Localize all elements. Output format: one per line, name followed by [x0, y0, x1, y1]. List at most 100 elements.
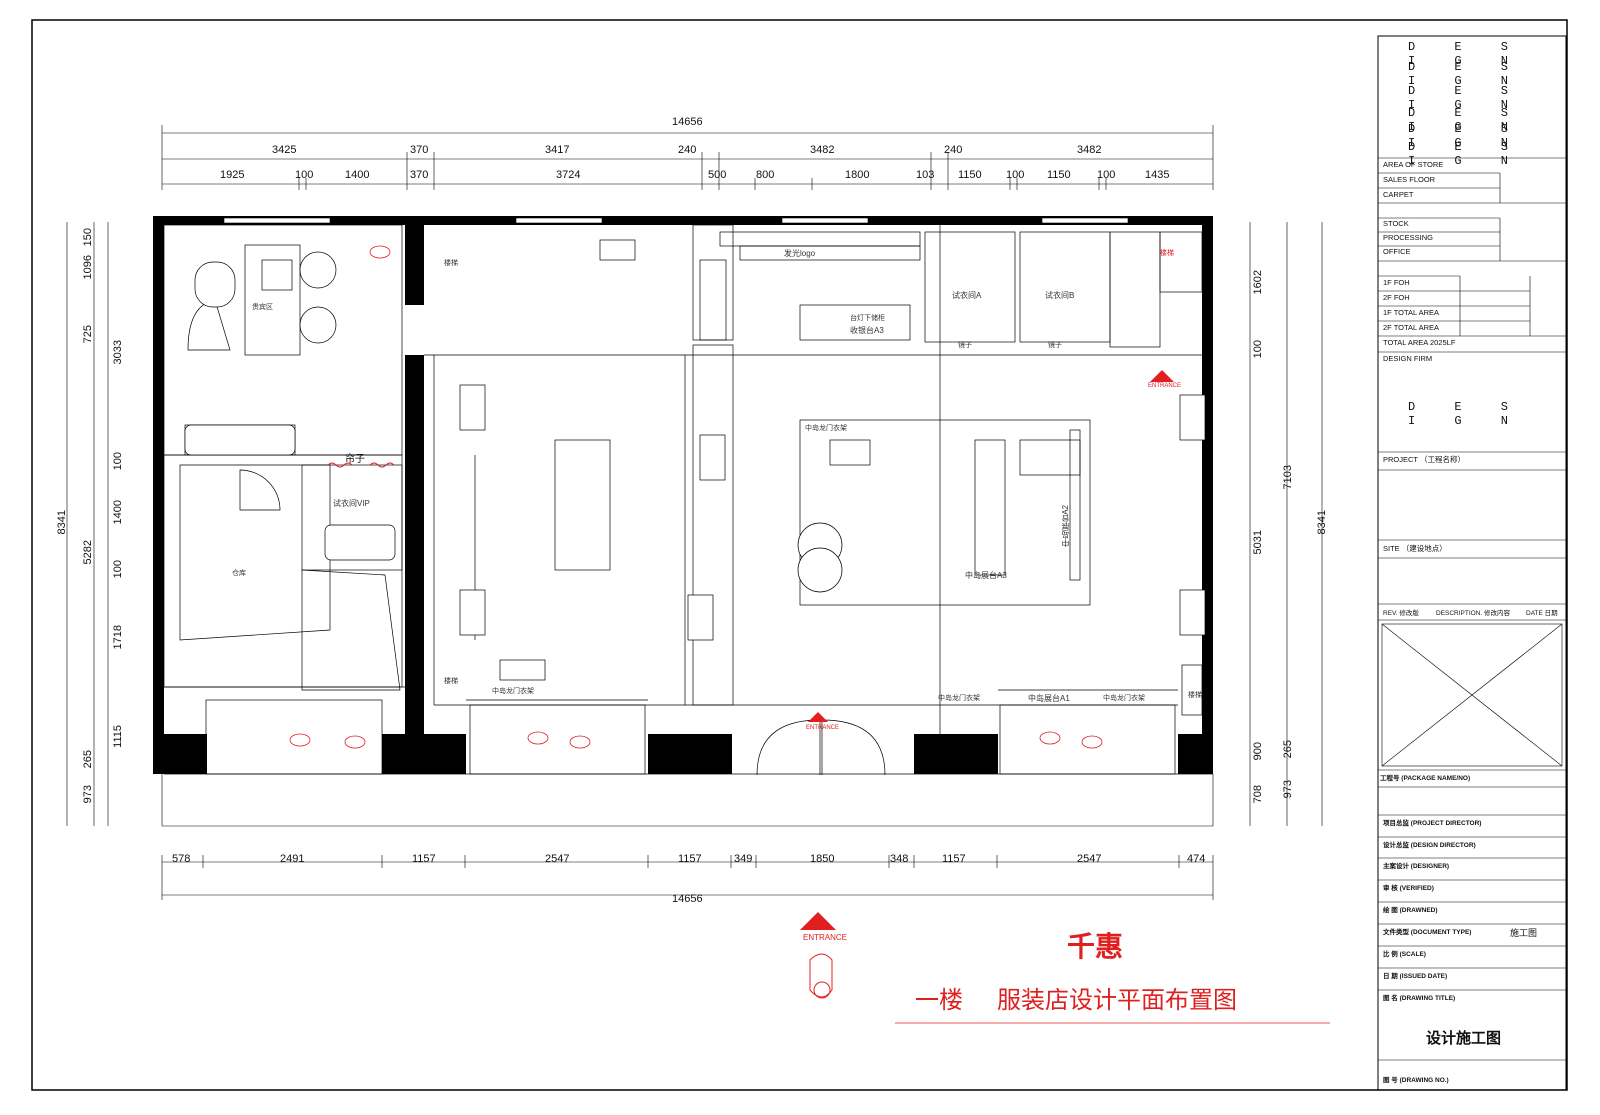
description-label: DESCRIPTION. 修改内容 [1436, 610, 1511, 617]
left-dim-3: 3033 [112, 340, 124, 365]
designer-label: 主案设计 (DESIGNER) [1383, 863, 1450, 870]
right-dim-7: 973 [1282, 780, 1294, 799]
right-dim-1: 100 [1252, 340, 1264, 359]
label-logo: 发光logo [784, 249, 816, 258]
carpet: CARPET [1383, 190, 1414, 199]
area-of-store: AREA OF STORE [1383, 160, 1444, 169]
left-dim-8: 1718 [112, 625, 124, 650]
site-label: SITE （建设地点） [1383, 544, 1447, 553]
label-island-rack-4: 中岛龙门衣架 [492, 688, 534, 695]
top-dim-3-11: 1150 [1047, 169, 1071, 181]
top-dim-3-3: 370 [410, 169, 429, 181]
drawing-name: 服装店设计平面布置图 [997, 986, 1237, 1014]
top-dim-2-0: 3425 [272, 144, 297, 156]
top-dim-3-12: 100 [1097, 169, 1116, 181]
bottom-dim-9: 2547 [1077, 853, 1102, 865]
top-dim-3-13: 1435 [1145, 169, 1170, 181]
bottom-dim-7: 348 [890, 853, 909, 865]
package-label: 工程号 (PACKAGE NAME/NO) [1380, 775, 1471, 782]
label-entrance-side: ENTRANCE [1148, 383, 1182, 389]
label-entrance-legend: ENTRANCE [803, 933, 848, 942]
office: OFFICE [1383, 247, 1411, 256]
design-row-3: D E S I G N [1408, 84, 1525, 112]
total-2f: 2F TOTAL AREA [1383, 323, 1439, 332]
rug-decorations [289, 245, 1103, 749]
label-mirror-2: 镜子 [1048, 342, 1062, 349]
bottom-dim-10: 474 [1187, 853, 1206, 865]
title-block-grid [1378, 157, 1566, 1061]
sheet-border [31, 19, 1568, 1091]
processing: PROCESSING [1383, 233, 1434, 242]
director-label: 项目总监 (PROJECT DIRECTOR) [1383, 820, 1482, 827]
total-area: TOTAL AREA 2025LF [1383, 338, 1456, 347]
left-dim-10: 265 [82, 750, 94, 769]
left-dim-4: 100 [112, 452, 124, 471]
top-dim-2-1: 370 [410, 144, 429, 156]
top-dim-3-6: 800 [756, 169, 775, 181]
rev-label: REV. 修改版 [1383, 610, 1419, 617]
bottom-dim-8: 1157 [942, 853, 966, 865]
doc-type-value: 施工图 [1510, 928, 1538, 938]
issued-date-label: 日 期 (ISSUED DATE) [1383, 973, 1448, 980]
dimension-ticks [161, 125, 1214, 900]
furniture [184, 239, 1206, 681]
left-dim-5: 1400 [112, 500, 124, 525]
top-dim-3-0: 1925 [220, 169, 245, 181]
curtain-marks [327, 462, 395, 468]
person-figure [809, 953, 833, 999]
left-dim-6: 5282 [82, 540, 94, 565]
design-row-6: D E S I G N [1408, 140, 1525, 168]
drawing-title-value: 设计施工图 [1426, 1030, 1502, 1047]
design-row-2: D E S I G N [1408, 60, 1525, 88]
doc-type-label: 文件类型 (DOCUMENT TYPE) [1383, 929, 1472, 936]
bottom-dim-3: 2547 [545, 853, 570, 865]
right-dim-3: 900 [1252, 742, 1264, 761]
verified-label: 审 核 (VERIFIED) [1383, 885, 1434, 892]
top-dim-3-5: 500 [708, 169, 727, 181]
design-row-4: D E S I G N [1408, 106, 1525, 134]
top-dim-2-3: 240 [678, 144, 697, 156]
bottom-dim-2: 1157 [412, 853, 436, 865]
bottom-dim-6: 1850 [810, 853, 835, 865]
label-fitting-vip: 试衣间VIP [333, 499, 370, 508]
bottom-dim-0: 578 [172, 853, 191, 865]
right-dim-2: 5031 [1252, 530, 1264, 555]
label-rest-area: 贵宾区 [252, 304, 273, 311]
sales-floor: SALES FLOOR [1383, 175, 1436, 184]
top-dim-2-4: 3482 [810, 144, 835, 156]
bottom-overall-dim: 14656 [672, 893, 703, 905]
drawing-title-label: 图 名 (DRAWING TITLE) [1383, 995, 1456, 1002]
total-1f: 1F TOTAL AREA [1383, 308, 1439, 317]
brand-name: 千惠 [1067, 930, 1124, 963]
right-dim-5: 708 [1252, 785, 1264, 804]
label-cashier: 台灯下储柜 [850, 315, 885, 322]
design-director-label: 设计总监 (DESIGN DIRECTOR) [1383, 842, 1476, 849]
right-dim-4: 265 [1282, 740, 1294, 759]
top-dim-2-6: 3482 [1077, 144, 1102, 156]
design-row-5: D E S I G N [1408, 122, 1525, 150]
top-dim-3-4: 3724 [556, 169, 581, 181]
left-dim-11: 973 [82, 785, 94, 804]
foh-2f: 2F FOH [1383, 293, 1410, 302]
label-island-a2: 中岛展台A2 [1061, 505, 1070, 547]
left-dim-0: 150 [82, 228, 94, 247]
dimension-lines [66, 132, 1323, 896]
label-storage: 仓库 [232, 570, 246, 577]
top-dim-3-1: 100 [295, 169, 314, 181]
project-label: PROJECT （工程名称） [1383, 455, 1465, 464]
top-dim-3-8: 103 [916, 169, 935, 181]
label-stairs-3: 楼梯 [1160, 250, 1174, 257]
bottom-dim-5: 349 [734, 853, 753, 865]
top-dim-2-2: 3417 [545, 144, 570, 156]
label-counter-a3: 收银台A3 [850, 326, 884, 335]
windows [223, 217, 1129, 224]
label-island-a1: 中岛展台A1 [1028, 694, 1070, 703]
label-stairs-2: 楼梯 [444, 678, 458, 685]
left-dim-1: 1096 [82, 255, 94, 280]
entrance-markers [800, 370, 1174, 930]
drawing-no-label: 图 号 (DRAWING NO.) [1383, 1077, 1449, 1084]
label-island-rack-1: 中岛龙门衣架 [805, 425, 847, 432]
design-firm: DESIGN FIRM [1383, 354, 1433, 363]
floor-title: 一楼 [915, 986, 963, 1014]
scale-label: 比 例 (SCALE) [1383, 951, 1426, 958]
